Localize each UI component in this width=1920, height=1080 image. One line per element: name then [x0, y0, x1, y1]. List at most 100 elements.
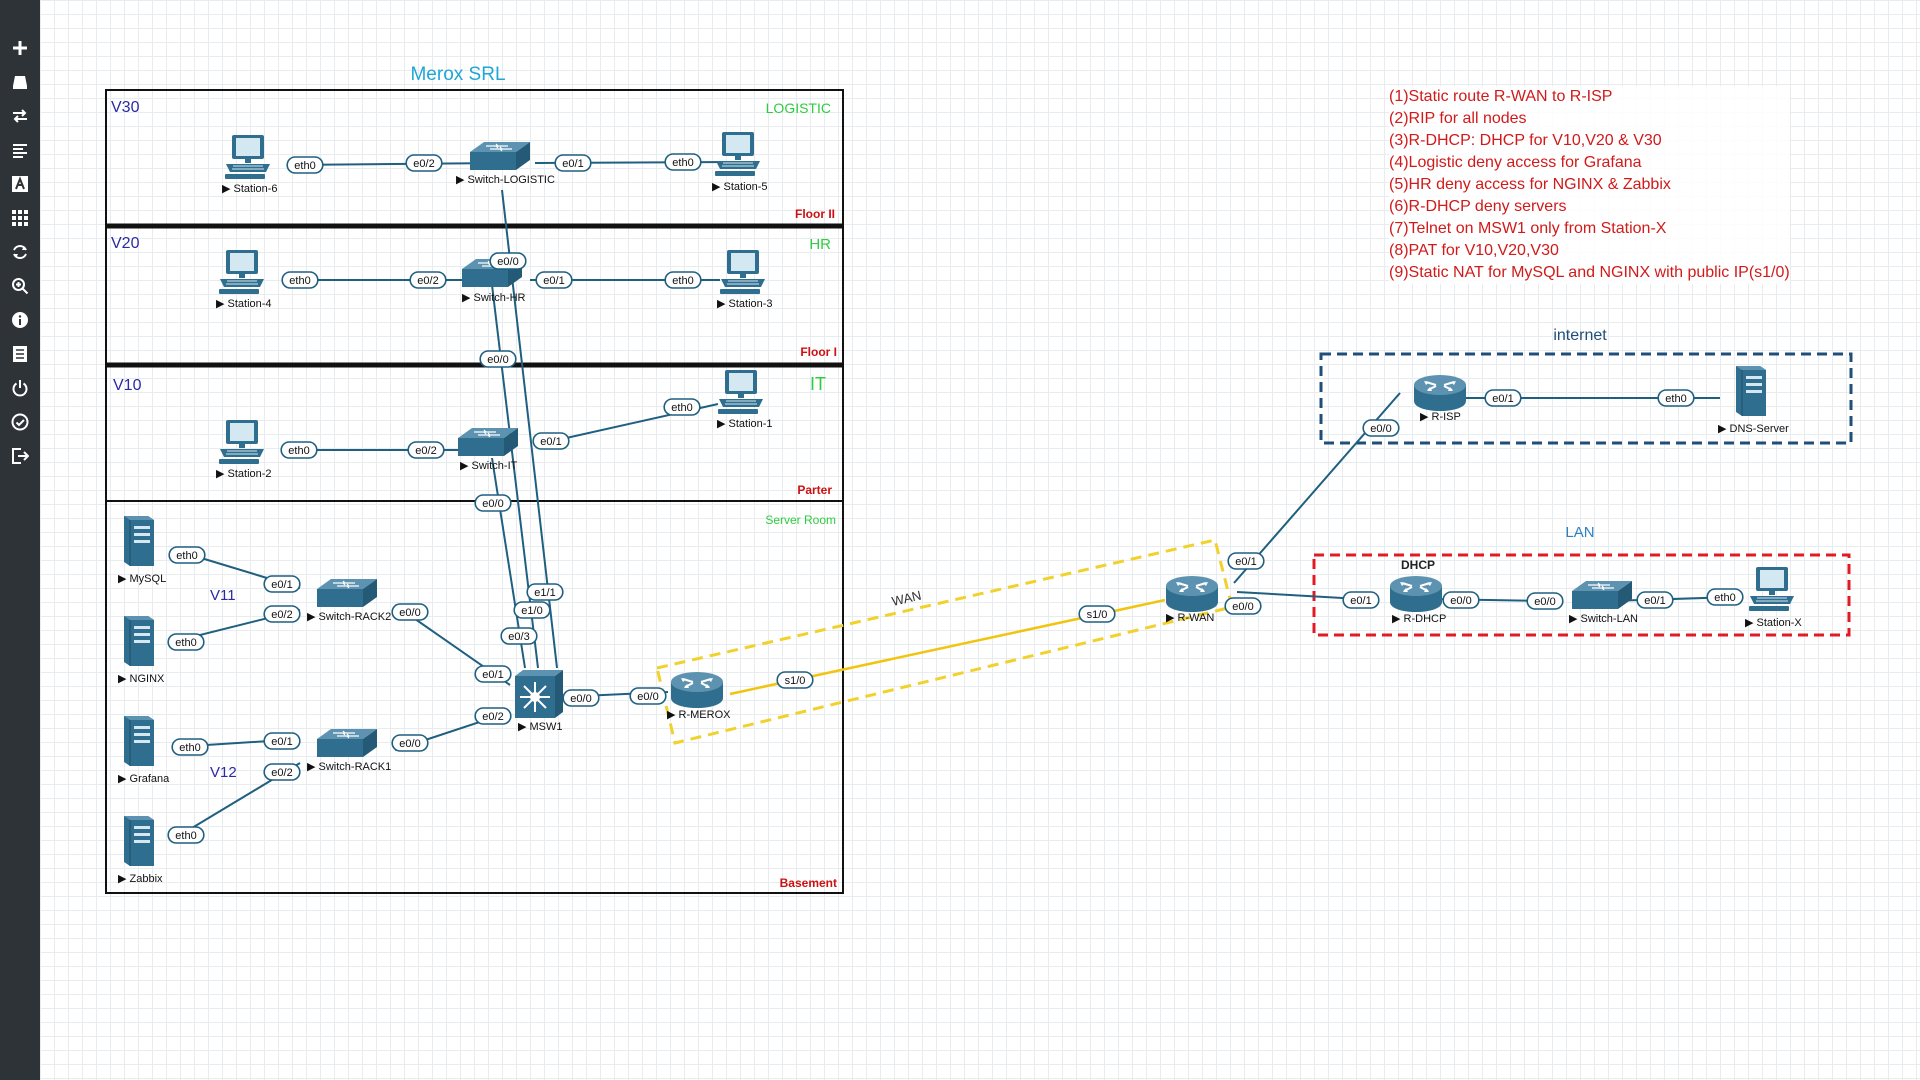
- node-label-station6[interactable]: ▶ Station-6: [222, 183, 278, 195]
- port-badge-e0-2: e0/2: [405, 154, 443, 172]
- node-label-station4[interactable]: ▶ Station-4: [216, 298, 272, 310]
- refresh-button[interactable]: [6, 238, 34, 266]
- note-item: (9)Static NAT for MySQL and NGINX with p…: [1389, 264, 1790, 281]
- grafana-icon[interactable]: [123, 715, 155, 767]
- station3-icon[interactable]: [719, 249, 766, 295]
- svg-text:e0/1: e0/1: [1492, 393, 1513, 405]
- node-label-zabbix[interactable]: ▶ Zabbix: [118, 873, 163, 885]
- company-title: Merox SRL: [410, 64, 505, 85]
- notes-button[interactable]: [6, 340, 34, 368]
- port-badge-eth0: eth0: [664, 271, 702, 289]
- station-x-icon[interactable]: [1748, 566, 1795, 612]
- port-badge-eth0: eth0: [664, 153, 702, 171]
- node-label-r-merox[interactable]: ▶ R-MEROX: [667, 709, 731, 721]
- node-label-nginx[interactable]: ▶ NGINX: [118, 673, 165, 685]
- switch-logistic-icon[interactable]: [469, 141, 531, 171]
- svg-text:e0/0: e0/0: [1370, 423, 1391, 435]
- startup-configs-button[interactable]: [6, 136, 34, 164]
- station1-icon[interactable]: [717, 369, 764, 415]
- node-label-dns-server[interactable]: ▶ DNS-Server: [1718, 423, 1789, 435]
- r-isp-icon[interactable]: [1413, 374, 1467, 412]
- port-badge-e0-0: e0/0: [474, 494, 512, 512]
- add-object-button[interactable]: [6, 34, 34, 62]
- zone-hr: HR: [809, 236, 831, 253]
- node-label-station5[interactable]: ▶ Station-5: [712, 181, 768, 193]
- port-badge-e0-1: e0/1: [532, 432, 570, 450]
- svg-text:e0/0: e0/0: [487, 354, 508, 366]
- nginx-icon[interactable]: [123, 615, 155, 667]
- switch-rack2-icon[interactable]: [316, 578, 378, 608]
- node-label-station-x[interactable]: ▶ Station-X: [1745, 617, 1802, 629]
- switch-it-icon[interactable]: [457, 427, 519, 457]
- port-badge-e0-1: e0/1: [554, 154, 592, 172]
- r-merox-icon[interactable]: [670, 671, 724, 709]
- port-badge-eth0: eth0: [1706, 588, 1744, 606]
- svg-text:e0/2: e0/2: [271, 609, 292, 621]
- station5-icon[interactable]: [714, 131, 761, 177]
- node-label-switch-lan[interactable]: ▶ Switch-LAN: [1569, 613, 1638, 625]
- nodes-button[interactable]: [6, 68, 34, 96]
- logout-button[interactable]: [6, 442, 34, 470]
- svg-text:s1/0: s1/0: [1087, 609, 1108, 621]
- station4-icon[interactable]: [218, 249, 265, 295]
- networks-button[interactable]: [6, 102, 34, 130]
- dns-server-icon[interactable]: [1735, 365, 1767, 417]
- r-dhcp-icon[interactable]: [1389, 575, 1443, 613]
- port-badge-e0-0: e0/0: [391, 734, 429, 752]
- svg-text:e1/0: e1/0: [521, 605, 542, 617]
- node-label-msw1[interactable]: ▶ MSW1: [518, 721, 563, 733]
- node-label-station1[interactable]: ▶ Station-1: [717, 418, 773, 430]
- node-label-switch-rack1[interactable]: ▶ Switch-RACK1: [307, 761, 391, 773]
- node-label-station3[interactable]: ▶ Station-3: [717, 298, 773, 310]
- port-badge-e0-1: e0/1: [263, 575, 301, 593]
- svg-text:e0/0: e0/0: [1450, 595, 1471, 607]
- grid-button[interactable]: [6, 204, 34, 232]
- note-item: (2)RIP for all nodes: [1389, 110, 1527, 127]
- text-button[interactable]: [6, 170, 34, 198]
- r-wan-icon[interactable]: [1165, 575, 1219, 613]
- svg-text:eth0: eth0: [289, 275, 310, 287]
- svg-text:e0/2: e0/2: [415, 445, 436, 457]
- vlan-v11-label: V11: [210, 587, 236, 604]
- node-label-switch-logistic[interactable]: ▶ Switch-LOGISTIC: [456, 174, 555, 186]
- node-label-switch-rack2[interactable]: ▶ Switch-RACK2: [307, 611, 391, 623]
- svg-text:e0/1: e0/1: [562, 158, 583, 170]
- node-label-r-wan[interactable]: ▶ R-WAN: [1166, 612, 1214, 624]
- zabbix-icon[interactable]: [123, 815, 155, 867]
- svg-text:eth0: eth0: [175, 637, 196, 649]
- svg-text:eth0: eth0: [176, 550, 197, 562]
- node-label-switch-hr[interactable]: ▶ Switch-HR: [462, 292, 526, 304]
- port-badge-eth0: eth0: [281, 271, 319, 289]
- node-label-r-dhcp[interactable]: ▶ R-DHCP: [1392, 613, 1446, 625]
- grid-icon: [12, 210, 28, 226]
- note-item: (1)Static route R-WAN to R-ISP: [1389, 88, 1613, 105]
- switch-rack1-icon[interactable]: [316, 728, 378, 758]
- node-label-mysql[interactable]: ▶ MySQL: [118, 573, 166, 585]
- node-label-grafana[interactable]: ▶ Grafana: [118, 773, 170, 785]
- svg-text:e0/0: e0/0: [570, 693, 591, 705]
- node-label-r-isp[interactable]: ▶ R-ISP: [1420, 411, 1461, 423]
- svg-text:e0/0: e0/0: [1534, 596, 1555, 608]
- node-label-switch-it[interactable]: ▶ Switch-IT: [460, 460, 518, 472]
- status-button[interactable]: [6, 408, 34, 436]
- msw1-icon[interactable]: [514, 669, 564, 719]
- node-label-station2[interactable]: ▶ Station-2: [216, 468, 272, 480]
- info-button[interactable]: [6, 306, 34, 334]
- mysql-icon[interactable]: [123, 515, 155, 567]
- power-button[interactable]: [6, 374, 34, 402]
- dhcp-label: DHCP: [1401, 558, 1435, 572]
- svg-text:eth0: eth0: [288, 445, 309, 457]
- port-badge-eth0: eth0: [280, 441, 318, 459]
- port-badge-e0-0: e0/0: [489, 252, 527, 270]
- zoom-button[interactable]: [6, 272, 34, 300]
- svg-text:e0/0: e0/0: [399, 738, 420, 750]
- station2-icon[interactable]: [218, 419, 265, 465]
- svg-text:e0/1: e0/1: [482, 669, 503, 681]
- port-badge-e0-2: e0/2: [263, 605, 301, 623]
- station6-icon[interactable]: [224, 134, 271, 180]
- port-badge-e0-1: e0/1: [1636, 591, 1674, 609]
- svg-text:eth0: eth0: [294, 160, 315, 172]
- note-item: (4)Logistic deny access for Grafana: [1389, 154, 1642, 171]
- switch-lan-icon[interactable]: [1571, 580, 1633, 610]
- port-badge-e0-0: e0/0: [1362, 419, 1400, 437]
